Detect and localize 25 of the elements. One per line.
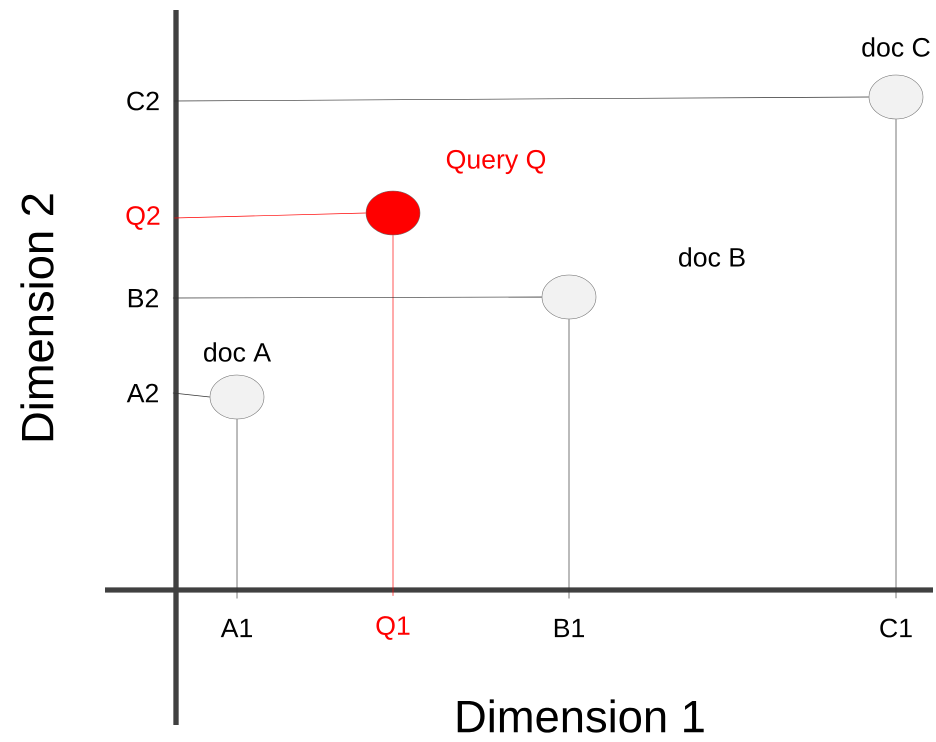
axis-tick-label: C1 <box>880 618 912 638</box>
data-point: doc C <box>862 37 930 120</box>
node-label: Query Q <box>446 150 546 174</box>
axis-tick-label: Q2 <box>126 206 160 230</box>
axis-title: Dimension 1 <box>458 699 704 733</box>
data-point: Query Q <box>366 150 546 236</box>
connector-line <box>173 96 870 102</box>
data-point: doc A <box>204 342 272 420</box>
node-label: doc B <box>679 247 745 267</box>
connector-line <box>172 392 210 398</box>
node-label: doc C <box>862 37 930 57</box>
connector-line <box>568 318 570 599</box>
axis-tick-label: C2 <box>127 92 159 110</box>
node-label: doc A <box>204 342 272 362</box>
axis-title: Dimension 2 <box>20 194 54 440</box>
connector-line <box>172 296 542 298</box>
axis-tick-label: B1 <box>554 618 584 638</box>
axis-tick-label: A1 <box>220 618 252 638</box>
connector-line <box>392 234 394 596</box>
connector-line <box>174 212 366 218</box>
axis-tick-label: Q1 <box>376 616 410 640</box>
axis-tick-label: B2 <box>128 288 158 308</box>
data-point: doc B <box>542 247 745 320</box>
axis-tick-label: A2 <box>126 384 158 402</box>
connector-line <box>236 418 238 599</box>
